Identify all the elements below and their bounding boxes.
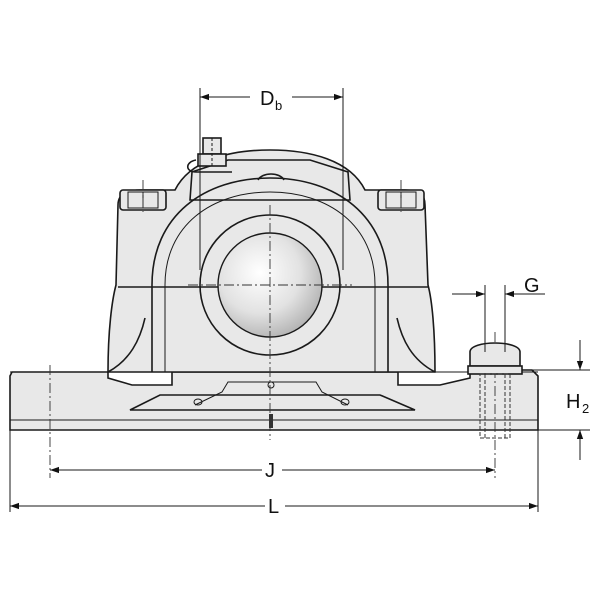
- l-dimension: [9, 430, 539, 512]
- g-label: G: [524, 275, 540, 297]
- j-label: J: [265, 460, 275, 482]
- grease-fitting: [186, 137, 232, 173]
- db-dimension: [199, 88, 344, 270]
- h2-label: H: [566, 391, 580, 413]
- h2-dimension: [522, 340, 590, 460]
- foot-bolt: [467, 342, 523, 439]
- g-dimension: [452, 285, 545, 352]
- h2-label-subscript: 2: [582, 401, 589, 416]
- centerlines: [49, 180, 496, 478]
- housing-base: [9, 369, 539, 431]
- l-label: L: [268, 496, 279, 518]
- db-label-subscript: b: [275, 98, 282, 113]
- db-label: D: [260, 88, 274, 110]
